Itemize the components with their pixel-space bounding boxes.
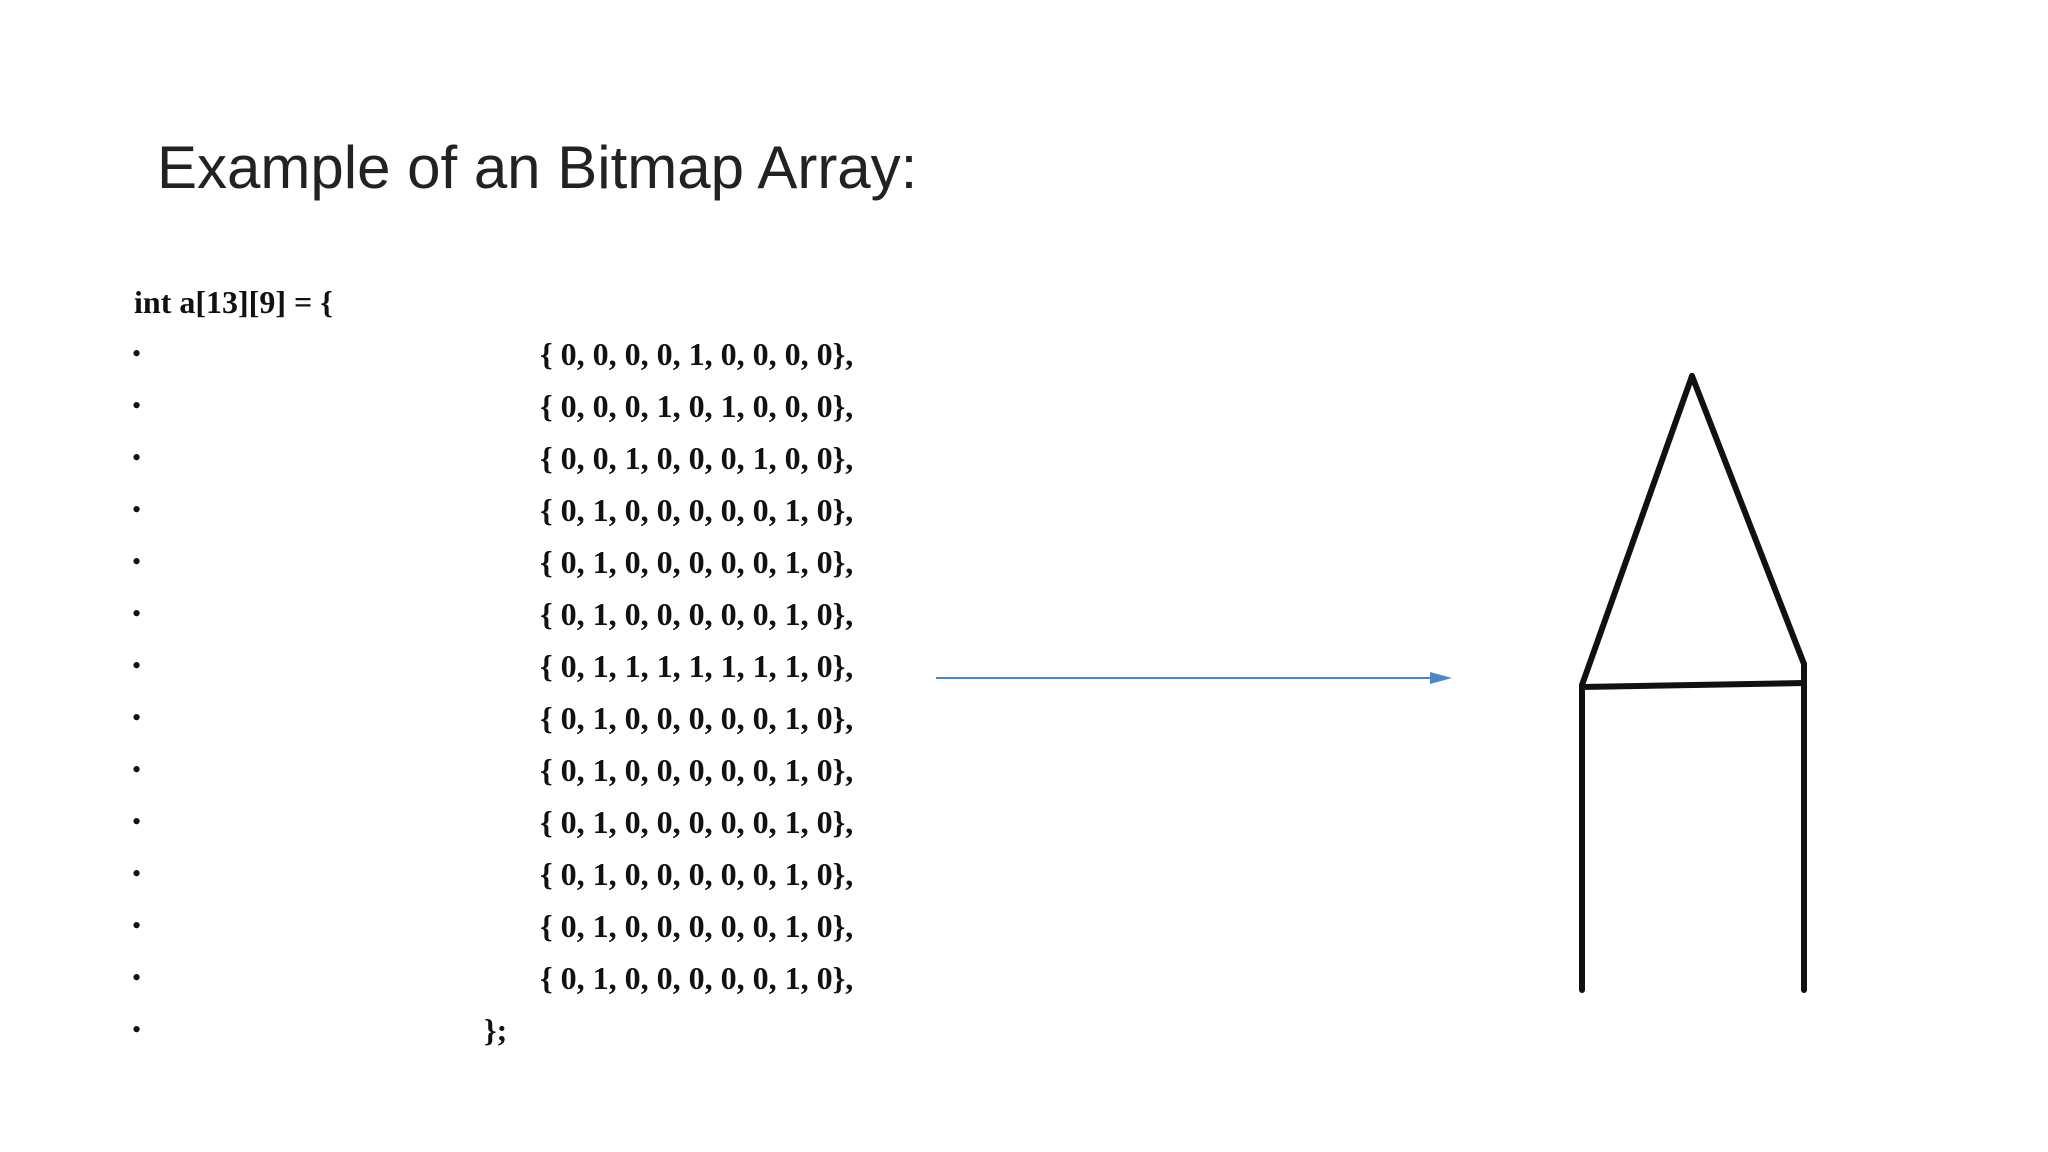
array-row-values: { 0, 0, 0, 0, 1, 0, 0, 0, 0}, xyxy=(540,336,854,372)
house-outline-drawing xyxy=(1579,373,1807,993)
bullet-marker: • xyxy=(132,391,142,420)
array-row: • { 0, 0, 0, 1, 0, 1, 0, 0, 0}, xyxy=(0,384,960,428)
array-row: • { 0, 1, 1, 1, 1, 1, 1, 1, 0}, xyxy=(0,644,960,688)
bullet-marker: • xyxy=(132,755,142,784)
bullet-marker: • xyxy=(132,703,142,732)
bullet-marker: • xyxy=(132,443,142,472)
bullet-marker: • xyxy=(132,495,142,524)
roof-left-edge xyxy=(1579,373,1695,688)
roof-right-edge xyxy=(1689,373,1807,667)
array-row: • { 0, 0, 0, 0, 1, 0, 0, 0, 0}, xyxy=(0,332,960,376)
array-closing-brace: }; xyxy=(484,1012,508,1048)
bullet-marker: • xyxy=(132,599,142,628)
array-row-values: { 0, 1, 0, 0, 0, 0, 0, 1, 0}, xyxy=(540,908,854,944)
array-row-values: { 0, 1, 0, 0, 0, 0, 0, 1, 0}, xyxy=(540,856,854,892)
array-row: • { 0, 1, 0, 0, 0, 0, 0, 1, 0}, xyxy=(0,748,960,792)
bullet-marker: • xyxy=(132,859,142,888)
array-closing-row: •}; xyxy=(0,1008,960,1052)
array-row-values: { 0, 0, 1, 0, 0, 0, 1, 0, 0}, xyxy=(540,440,854,476)
array-row: • { 0, 1, 0, 0, 0, 0, 0, 1, 0}, xyxy=(0,540,960,584)
bullet-marker: • xyxy=(132,911,142,940)
slide-title: Example of an Bitmap Array: xyxy=(157,134,918,201)
array-row: • { 0, 1, 0, 0, 0, 0, 0, 1, 0}, xyxy=(0,956,960,1000)
array-row: • { 0, 1, 0, 0, 0, 0, 0, 1, 0}, xyxy=(0,592,960,636)
arrow-head xyxy=(1430,672,1452,684)
house-outline-strokes xyxy=(1579,373,1807,993)
array-row: • { 0, 1, 0, 0, 0, 0, 0, 1, 0}, xyxy=(0,800,960,844)
array-row-values: { 0, 1, 0, 0, 0, 0, 0, 1, 0}, xyxy=(540,752,854,788)
bullet-marker: • xyxy=(132,651,142,680)
arrow-right-icon xyxy=(936,672,1452,684)
array-row-values: { 0, 1, 0, 0, 0, 0, 0, 1, 0}, xyxy=(540,700,854,736)
array-row-values: { 0, 1, 0, 0, 0, 0, 0, 1, 0}, xyxy=(540,804,854,840)
array-row-values: { 0, 0, 0, 1, 0, 1, 0, 0, 0}, xyxy=(540,388,854,424)
array-row: • { 0, 1, 0, 0, 0, 0, 0, 1, 0}, xyxy=(0,904,960,948)
bullet-marker: • xyxy=(132,547,142,576)
array-row-values: { 0, 1, 1, 1, 1, 1, 1, 1, 0}, xyxy=(540,648,854,684)
array-row: • { 0, 1, 0, 0, 0, 0, 0, 1, 0}, xyxy=(0,852,960,896)
bullet-marker: • xyxy=(132,339,142,368)
array-row: • { 0, 1, 0, 0, 0, 0, 0, 1, 0}, xyxy=(0,488,960,532)
roof-base-line xyxy=(1579,680,1807,690)
bullet-marker: • xyxy=(132,963,142,992)
array-row-values: { 0, 1, 0, 0, 0, 0, 0, 1, 0}, xyxy=(540,960,854,996)
array-row: • { 0, 0, 1, 0, 0, 0, 1, 0, 0}, xyxy=(0,436,960,480)
array-row: • { 0, 1, 0, 0, 0, 0, 0, 1, 0}, xyxy=(0,696,960,740)
array-row-values: { 0, 1, 0, 0, 0, 0, 0, 1, 0}, xyxy=(540,492,854,528)
bullet-marker: • xyxy=(132,1015,142,1044)
array-row-values: { 0, 1, 0, 0, 0, 0, 0, 1, 0}, xyxy=(540,596,854,632)
array-row-values: { 0, 1, 0, 0, 0, 0, 0, 1, 0}, xyxy=(540,544,854,580)
array-declaration: int a[13][9] = { xyxy=(134,284,333,320)
bitmap-array-code: int a[13][9] = { • { 0, 0, 0, 0, 1, 0, 0,… xyxy=(0,0,960,1100)
bullet-marker: • xyxy=(132,807,142,836)
